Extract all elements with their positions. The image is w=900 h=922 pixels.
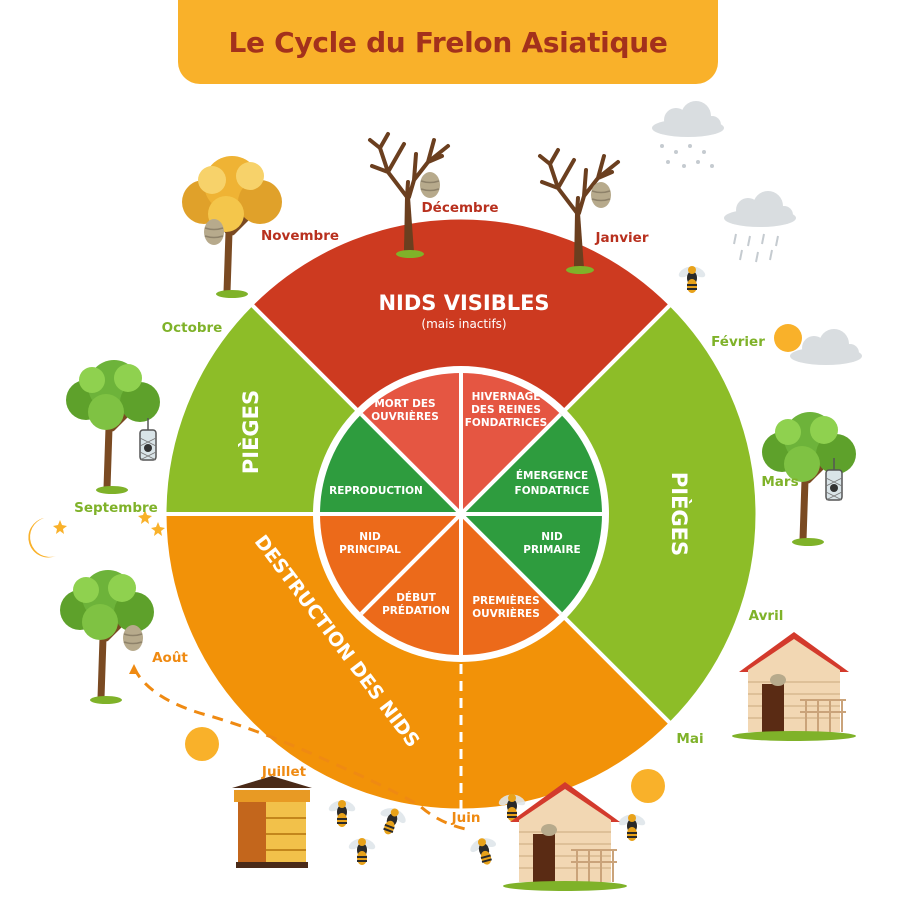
cloud-icon [724,191,796,227]
nids-visibles-label: NIDS VISIBLES [378,291,549,315]
sun-icon [631,769,665,803]
inner-nid-principal [320,514,461,614]
hornet-nest-icon [203,218,225,246]
month-septembre: Septembre [74,500,158,516]
inner-premieres-ouvrieres [461,514,561,655]
month-novembre: Novembre [261,228,339,244]
hornet-icon [465,832,504,870]
hornet-nest-icon [122,624,144,652]
hornet-icon [616,811,648,842]
inner-hivernage [461,373,561,514]
pieges-left-label: PIÈGES [238,390,263,474]
inner-reproduction [320,414,461,514]
month-mai: Mai [676,731,703,747]
sun-icon [185,727,219,761]
month-juin: Juin [451,810,481,826]
flight-path [132,667,471,832]
rain-icon [733,233,779,263]
month-janvier: Janvier [595,230,649,246]
month-fevrier: Février [711,334,765,350]
hornet-icon [371,801,412,841]
month-juillet: Juillet [261,764,307,780]
beehive-icon [232,776,312,868]
page-title: Le Cycle du Frelon Asiatique [228,25,668,59]
star-icon [53,510,165,536]
hornet-icon [346,835,378,866]
reproduction-label: REPRODUCTION [329,485,423,497]
autumn-tree-icon [182,156,282,298]
hornet-trap-icon [139,417,157,461]
destruction-segment [165,514,671,810]
pieges-right-label: PIÈGES [667,472,692,556]
inner-mort-ouvrieres [361,373,461,514]
hornet-nest-icon [590,181,612,209]
month-mars: Mars [761,474,798,490]
hornet-icon [326,797,358,828]
sun-icon [774,324,802,352]
month-aout: Août [152,650,188,666]
bee-house-icon [731,631,857,742]
inner-emergence [461,414,602,514]
nids-visibles-sublabel: (mais inactifs) [421,317,506,331]
month-decembre: Décembre [421,200,498,216]
green-tree-icon [66,360,160,494]
month-octobre: Octobre [162,320,223,336]
hornet-nest-icon [419,171,441,199]
moon-icon [28,518,56,558]
title-banner: Le Cycle du Frelon Asiatique [178,0,718,84]
inner-nid-primaire [461,514,602,614]
month-avril: Avril [749,608,784,624]
hornet-icon [676,263,708,294]
snow-icon [660,144,714,168]
inner-debut-predation [361,514,461,655]
cloud-icon [652,101,724,137]
